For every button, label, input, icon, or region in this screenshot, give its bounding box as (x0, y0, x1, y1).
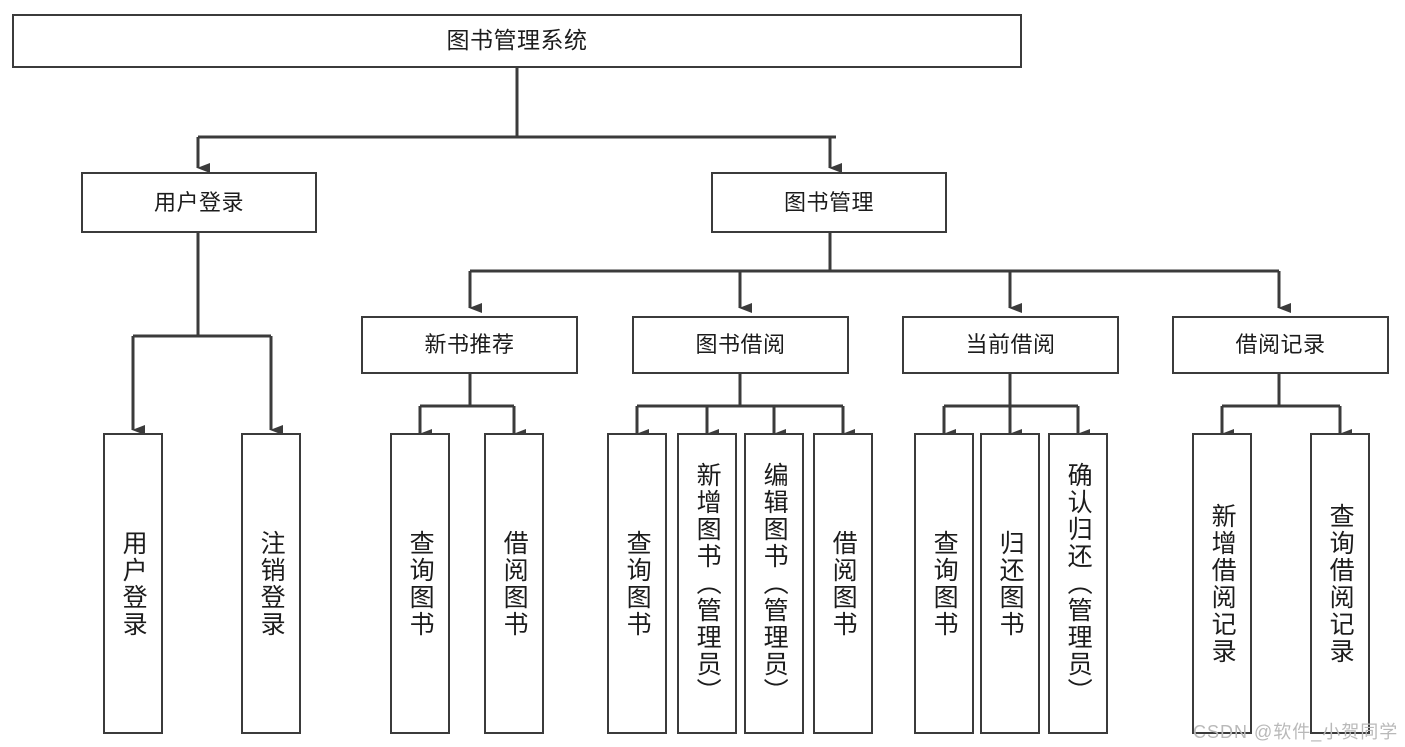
node-label: 归还图书 (996, 529, 1025, 638)
node-leaf-logout[interactable]: 注销登录 (241, 433, 301, 734)
node-label: 借阅图书 (500, 529, 529, 638)
node-label: 查询图书 (623, 529, 652, 638)
node-leaf-query-book-borrow[interactable]: 查询图书 (607, 433, 667, 734)
node-label: 新增借阅记录 (1208, 502, 1237, 665)
node-leaf-borrow-book-recommend[interactable]: 借阅图书 (484, 433, 544, 734)
node-label: 图书管理 (783, 189, 874, 215)
node-leaf-add-book-admin[interactable]: 新增图书（管理员） (677, 433, 737, 734)
node-borrow-records[interactable]: 借阅记录 (1172, 316, 1389, 374)
node-leaf-query-borrow-record[interactable]: 查询借阅记录 (1310, 433, 1370, 734)
node-label: 确认归还（管理员） (1064, 462, 1093, 705)
node-new-book-recommend[interactable]: 新书推荐 (361, 316, 578, 374)
node-leaf-user-login[interactable]: 用户登录 (103, 433, 163, 734)
watermark-text: CSDN @软件_小贺同学 (1193, 722, 1399, 742)
node-label: 当前借阅 (965, 332, 1056, 358)
node-current-borrow[interactable]: 当前借阅 (902, 316, 1119, 374)
node-leaf-query-book-recommend[interactable]: 查询图书 (390, 433, 450, 734)
node-label: 查询图书 (930, 529, 959, 638)
node-root-system[interactable]: 图书管理系统 (12, 14, 1022, 68)
node-leaf-add-borrow-record[interactable]: 新增借阅记录 (1192, 433, 1252, 734)
node-leaf-borrow-book[interactable]: 借阅图书 (813, 433, 873, 734)
node-label: 编辑图书（管理员） (760, 462, 789, 705)
node-label: 借阅记录 (1235, 332, 1326, 358)
node-label: 新书推荐 (424, 332, 515, 358)
node-label: 查询借阅记录 (1326, 502, 1355, 665)
node-label: 用户登录 (153, 189, 244, 215)
node-leaf-query-book-current[interactable]: 查询图书 (914, 433, 974, 734)
node-label: 注销登录 (257, 529, 286, 638)
node-label: 图书管理系统 (446, 27, 588, 54)
node-label: 新增图书（管理员） (693, 462, 722, 705)
node-leaf-return-book[interactable]: 归还图书 (980, 433, 1040, 734)
node-book-borrow[interactable]: 图书借阅 (632, 316, 849, 374)
node-book-management[interactable]: 图书管理 (711, 172, 947, 233)
node-label: 图书借阅 (695, 332, 786, 358)
node-leaf-edit-book-admin[interactable]: 编辑图书（管理员） (744, 433, 804, 734)
node-label: 借阅图书 (829, 529, 858, 638)
node-label: 用户登录 (119, 529, 148, 638)
node-user-login[interactable]: 用户登录 (81, 172, 317, 233)
node-label: 查询图书 (406, 529, 435, 638)
node-leaf-confirm-return-admin[interactable]: 确认归还（管理员） (1048, 433, 1108, 734)
